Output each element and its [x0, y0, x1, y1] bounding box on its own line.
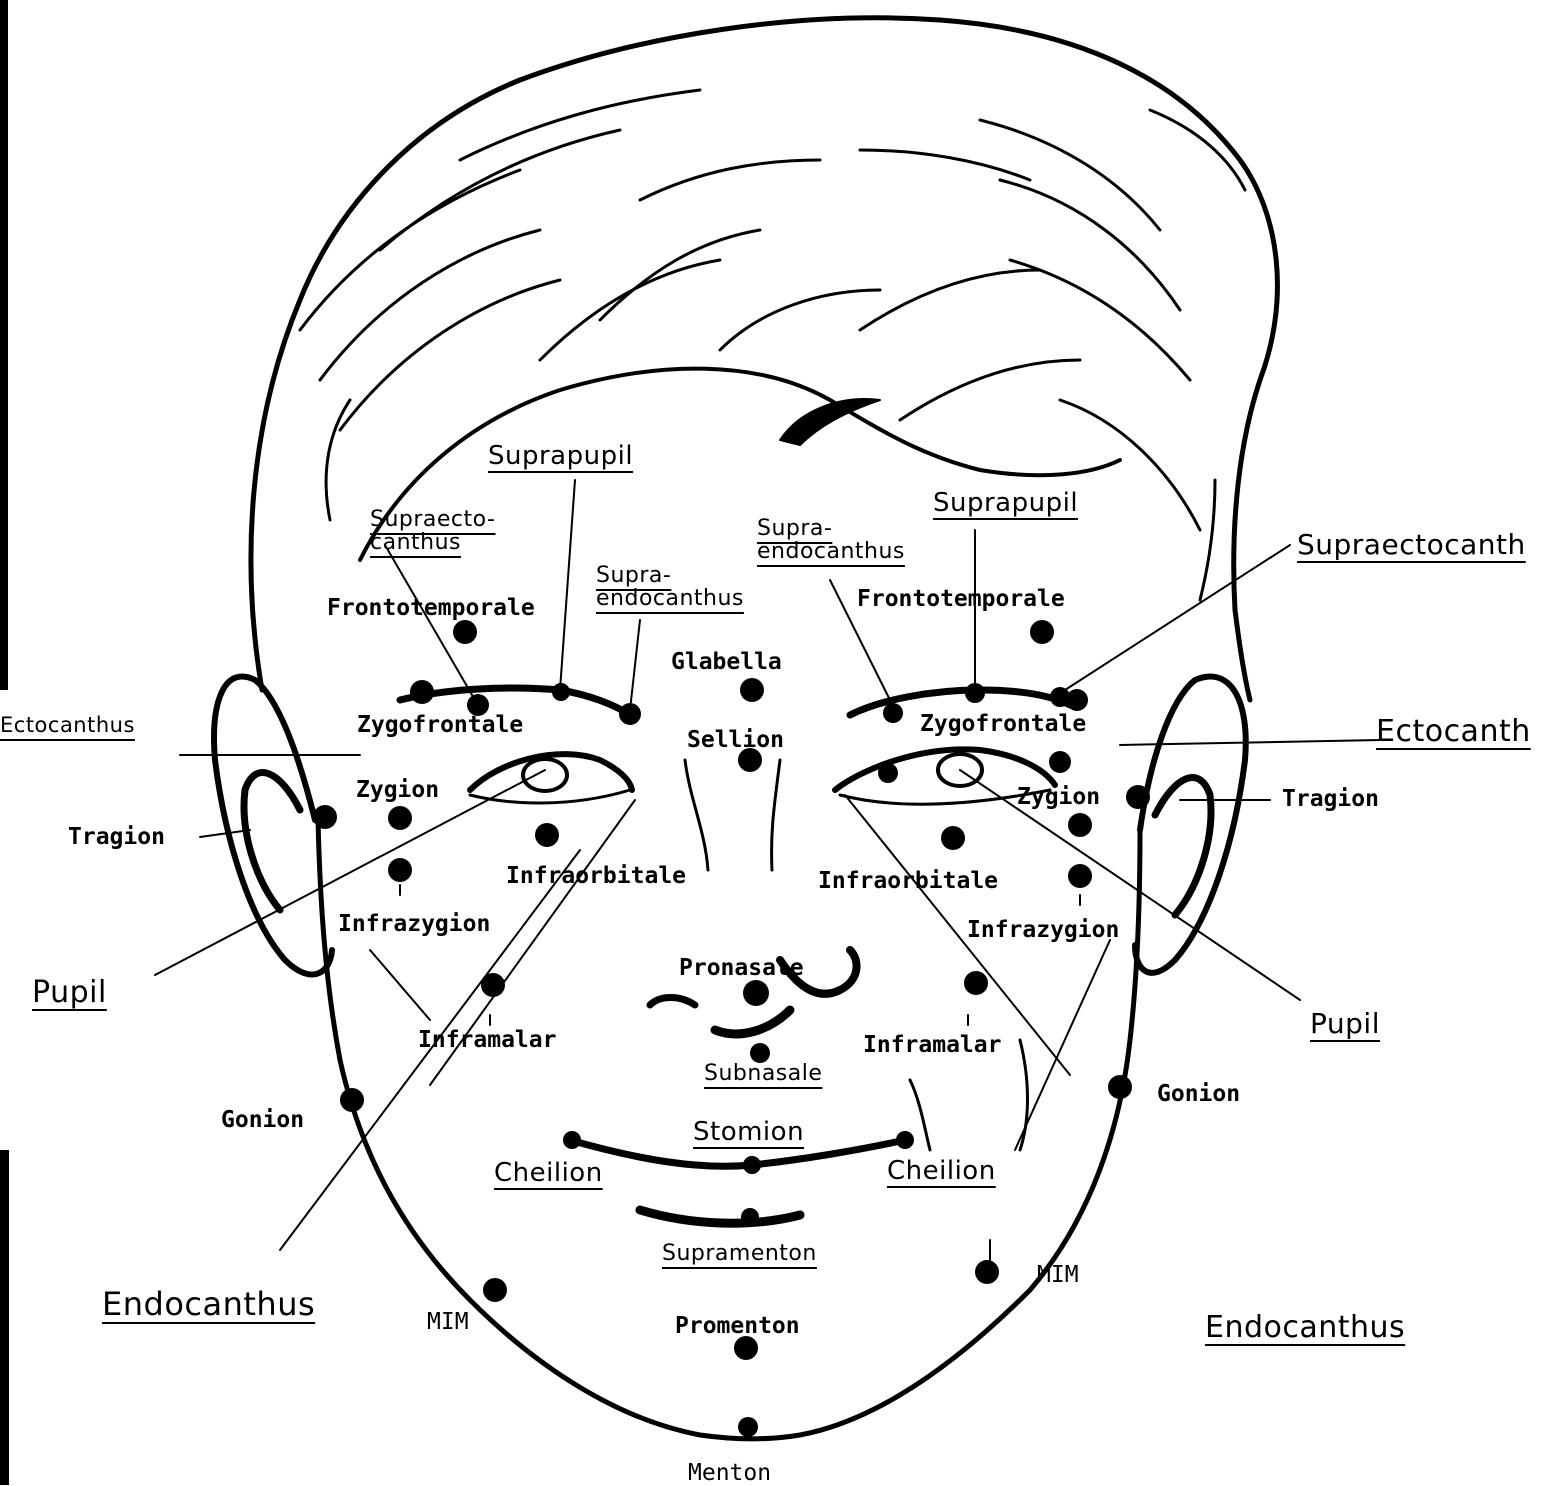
nose-bridge-right: [772, 760, 780, 870]
point-stomion: [743, 1156, 761, 1174]
cheek-line-right: [1020, 1040, 1028, 1150]
label-supraectocanthus-left: Supraecto-canthus: [370, 508, 520, 554]
left-iris: [523, 759, 567, 791]
point-ectocanthus-right: [1049, 751, 1071, 773]
label-stomion: Stomion: [693, 1119, 804, 1145]
right-ear-inner: [1155, 778, 1211, 915]
point-supraendocanthus-right: [883, 703, 903, 723]
point-inframalar-left: [481, 973, 505, 997]
label-supraendocanthus-left: Supra-endocanthus: [596, 564, 786, 610]
point-gonion-left: [340, 1088, 364, 1112]
point-tragion-right: [1126, 785, 1150, 809]
point-menton: [738, 1417, 758, 1437]
lower-lip: [640, 1210, 800, 1223]
label-mim-right: MIM: [1037, 1264, 1079, 1287]
label-subnasale: Subnasale: [704, 1063, 822, 1085]
label-tragion-right: Tragion: [1282, 788, 1379, 811]
label-endocanthus-left: Endocanthus: [102, 1288, 315, 1320]
label-infrazygion-right: Infrazygion: [967, 919, 1119, 942]
point-zygion-right: [1068, 813, 1092, 837]
point-glabella: [740, 678, 764, 702]
point-pronasale: [743, 980, 769, 1006]
label-supraendocanthus-right: Supra-endocanthus: [757, 517, 937, 563]
label-sellion: Sellion: [687, 729, 784, 752]
point-supraendocanthus-left: [619, 703, 641, 725]
label-suprapupil-right: Suprapupil: [933, 490, 1078, 516]
left-eyebrow: [400, 688, 630, 715]
label-frontotemporale-right: Frontotemporale: [857, 588, 1065, 611]
label-pupil-right: Pupil: [1310, 1010, 1380, 1038]
label-gonion-left: Gonion: [221, 1109, 304, 1132]
point-mim-left: [483, 1278, 507, 1302]
label-gonion-right: Gonion: [1157, 1083, 1240, 1106]
label-mim-left: MIM: [427, 1311, 469, 1334]
point-gonion-right: [1108, 1075, 1132, 1099]
label-supraectocanth-right: Supraectocanth: [1297, 531, 1526, 559]
point-infraorbitale-right: [941, 826, 965, 850]
point-tragion-left: [313, 805, 337, 829]
label-tragion-left: Tragion: [68, 826, 165, 849]
point-cheilion-right: [896, 1131, 914, 1149]
point-cheilion-left: [563, 1131, 581, 1149]
point-suprapupil-left: [552, 683, 570, 701]
nose-base: [715, 1010, 790, 1034]
label-endocanthus-right: Endocanthus: [1205, 1313, 1405, 1343]
label-ectocanth-right: Ectocanth: [1376, 717, 1531, 747]
point-frontotemporale-right: [1030, 620, 1054, 644]
label-zygofrontale-right: Zygofrontale: [920, 713, 1086, 736]
point-supramenton: [741, 1208, 759, 1226]
point-supraectocanthus-left: [410, 680, 434, 704]
label-suprapupil-left: Suprapupil: [488, 443, 633, 469]
label-inframalar-left: Inframalar: [418, 1029, 556, 1052]
label-promenton: Promenton: [675, 1315, 800, 1338]
label-infraorbitale-right: Infraorbitale: [818, 870, 998, 893]
nose-bridge-left: [685, 760, 708, 870]
label-infraorbitale-left: Infraorbitale: [506, 865, 686, 888]
point-infrazygion-right: [1068, 864, 1092, 888]
label-glabella: Glabella: [671, 651, 782, 674]
label-inframalar-right: Inframalar: [863, 1034, 1001, 1057]
label-pupil-left: Pupil: [32, 978, 107, 1008]
point-frontotemporale-left: [453, 620, 477, 644]
left-ear-inner: [244, 773, 300, 910]
point-endocanthus-right: [878, 763, 898, 783]
label-infrazygion-left: Infrazygion: [338, 913, 490, 936]
label-supramenton: Supramenton: [662, 1243, 817, 1265]
point-promenton: [734, 1336, 758, 1360]
label-zygofrontale-left: Zygofrontale: [357, 714, 523, 737]
label-zygion-right: Zygion: [1017, 786, 1100, 809]
label-frontotemporale-left: Frontotemporale: [327, 597, 535, 620]
point-inframalar-right: [964, 971, 988, 995]
point-infrazygion-left: [388, 858, 412, 882]
point-subnasale: [750, 1043, 770, 1063]
right-ear: [1135, 677, 1246, 973]
point-suprapupil-right: [965, 683, 985, 703]
point-zygion-left: [388, 806, 412, 830]
point-zygofrontale-right: [1066, 689, 1088, 711]
left-ear: [214, 677, 332, 975]
label-menton: Menton: [688, 1462, 771, 1485]
point-mim-right: [975, 1260, 999, 1284]
point-infraorbitale-left: [535, 823, 559, 847]
label-pronasale: Pronasale: [679, 957, 804, 980]
label-cheilion-right: Cheilion: [887, 1158, 996, 1184]
nostril-left: [650, 998, 695, 1006]
label-zygion-left: Zygion: [356, 779, 439, 802]
label-cheilion-left: Cheilion: [494, 1160, 603, 1186]
label-ectocanthus-left: Ectocanthus: [0, 715, 135, 736]
